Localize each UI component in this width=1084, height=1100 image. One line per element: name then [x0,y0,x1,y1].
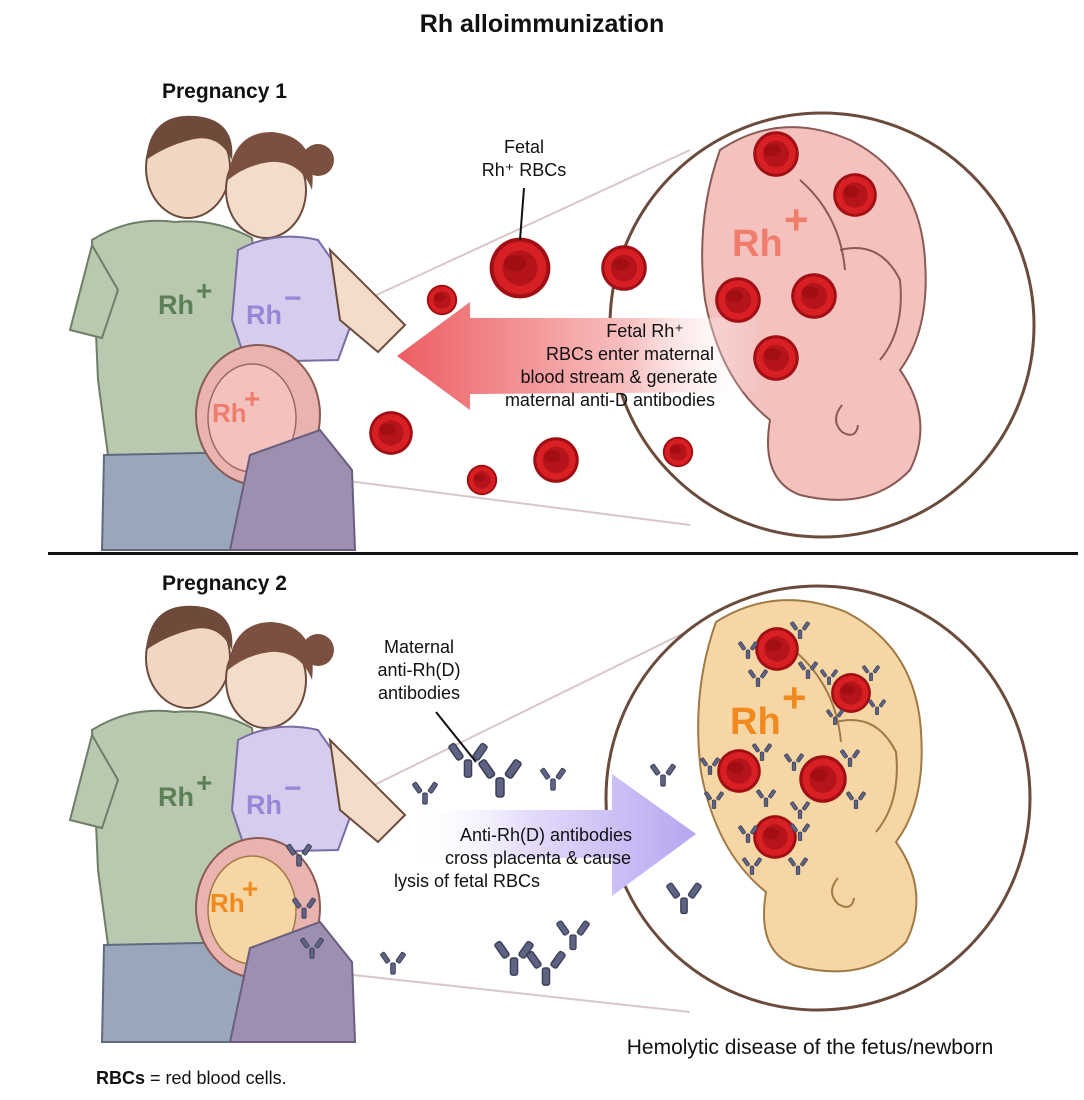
arrow-fetal-to-maternal [397,302,760,410]
mother-rh-label: Rh [246,790,282,820]
zoom-rh-label: Rh [732,223,783,265]
rbc-cell [753,131,799,177]
footnote-text: = red blood cells. [145,1068,287,1088]
fetus-rh-sign: + [242,873,258,904]
arrow-text-line: blood stream & generate [520,367,718,387]
footnote: RBCs = red blood cells. [96,1068,287,1089]
callout-leader-2 [435,711,477,763]
antibody [448,742,488,778]
antibody [526,950,566,986]
fetus-rh-label: Rh [210,888,245,918]
callout-line: Maternal [383,637,455,657]
callout-leader-1 [519,187,525,241]
father-rh-sign: + [196,275,212,306]
rbc-cell [466,464,498,496]
antibody [540,767,566,791]
pregnancy-2-label: Pregnancy 2 [162,572,287,595]
antibody [478,758,522,798]
footnote-abbr: RBCs [96,1068,146,1088]
mother-rh-label: Rh [246,300,282,330]
rh-labels-2: Rh + Rh − Rh + Rh + [158,674,807,918]
rbc-cell [755,627,799,671]
mother-rh-sign: − [284,772,302,805]
arrow-text-line: RBCs enter maternal [545,344,715,364]
fetal-rbc-callout: Fetal Rh⁺ RBCs [434,136,614,182]
rbc-cell [791,273,837,319]
father-rh-label: Rh [158,290,194,320]
fetus-rh-label: Rh [212,398,247,428]
figure-title: Rh alloimmunization [419,10,665,38]
panel-divider [48,552,1078,555]
arrow-text-line: Fetal Rh⁺ [606,321,684,341]
rbc-cell [833,173,877,217]
callout-line: antibodies [377,683,461,703]
mother-rh-sign: − [284,282,302,315]
rbc-cell [831,673,871,713]
arrow-antibodies-to-fetus [410,774,696,896]
zoom-rh-label: Rh [730,701,781,743]
rbc-cell [489,237,551,299]
arrow-1-text: Fetal Rh⁺ RBCs enter maternal blood stre… [470,320,750,412]
mother-figure-2 [195,622,407,1043]
antibody [556,919,590,951]
callout-line: anti-Rh(D) [377,660,461,680]
rbc-cell [753,815,797,859]
callout-line: Fetal [503,137,545,157]
rbc-cell [533,437,579,483]
rbc-cell [601,245,647,291]
zoom-rh-sign: + [782,674,807,721]
rbc-cell [715,277,761,323]
father-figure-1 [68,115,270,551]
father-rh-label: Rh [158,782,194,812]
hdfn-caption: Hemolytic disease of the fetus/newborn [626,1036,994,1059]
rbc-cell [753,335,799,381]
arrow-2-text: Anti-Rh(D) antibodies cross placenta & c… [388,824,658,893]
rbc-cell [799,755,847,803]
rh-labels-1: Rh + Rh − Rh + Rh + [158,196,809,428]
maternal-antibody-callout: Maternal anti-Rh(D) antibodies [344,636,494,705]
rbc-cell [662,436,694,468]
arrow-text-line: maternal anti-D antibodies [504,390,716,410]
rbc-cell [369,411,413,455]
rbc-cell [426,284,458,316]
antibody [412,781,438,805]
arrow-text-line: cross placenta & cause [444,848,632,868]
arrow-text-line: Anti-Rh(D) antibodies [459,825,633,845]
antibody [380,951,406,975]
callout-line: Rh⁺ RBCs [481,160,567,180]
fetus-rh-sign: + [244,383,260,414]
rbc-cell [717,749,761,793]
father-rh-sign: + [196,767,212,798]
mother-figure-1 [195,132,407,551]
arrow-text-line: lysis of fetal RBCs [394,871,541,891]
zoom-rh-sign: + [784,196,809,243]
panel1-illustration [68,111,1036,551]
pregnancy-1-label: Pregnancy 1 [162,80,287,103]
